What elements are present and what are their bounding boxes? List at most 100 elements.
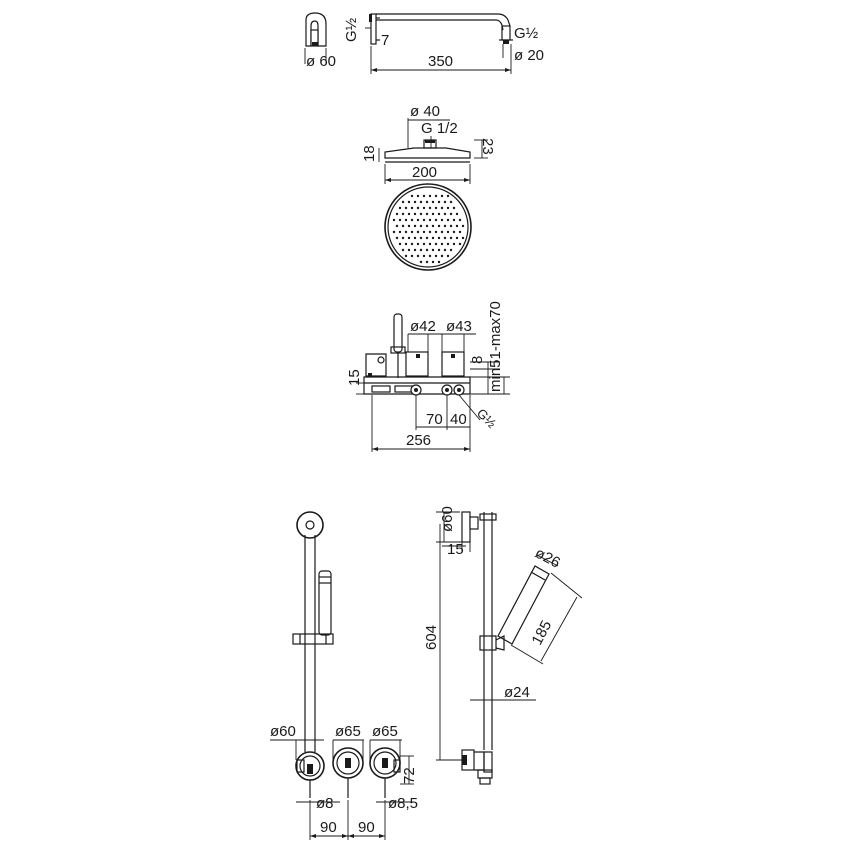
mixer-diameter-43-label: ø43 [446, 318, 472, 335]
nozzle-dot [431, 224, 435, 228]
arm-diameter-60-label: ø 60 [306, 53, 336, 70]
mixer-body-outline [363, 351, 471, 396]
nozzle-dot [449, 224, 453, 228]
nozzle-dot [392, 218, 396, 222]
arm-thread-left-label: G½ [343, 17, 360, 42]
nozzle-dot [434, 206, 438, 210]
head-width-200-label: 200 [412, 164, 437, 181]
side-slide-rail [461, 511, 505, 750]
nozzle-dot [410, 254, 414, 258]
arm-wall-connection [365, 13, 380, 74]
nozzle-dot [446, 242, 450, 246]
nozzle-dot [449, 248, 453, 252]
nozzle-dot [437, 224, 441, 228]
mixer-fifteen-label: 15 [346, 369, 363, 386]
nozzle-dot [443, 224, 447, 228]
nozzle-dot [440, 230, 444, 234]
head-side-profile [384, 139, 471, 163]
nozzle-dot [446, 194, 450, 198]
nozzle-dot [431, 260, 435, 264]
nozzle-dot [422, 206, 426, 210]
nozzle-dot [452, 206, 456, 210]
nozzle-dot [404, 242, 408, 246]
side-length-604-label: 604 [423, 625, 440, 650]
head-height-18-label: 18 [361, 145, 378, 162]
nozzle-dot [404, 206, 408, 210]
nozzle-dot [422, 230, 426, 234]
nozzle-dot [443, 248, 447, 252]
front-diameter-60-label: ø60 [270, 723, 296, 740]
side-handshower [497, 554, 583, 665]
nozzle-dot [419, 248, 423, 252]
head-height-23-label: 23 [479, 138, 496, 155]
front-valves [295, 747, 401, 798]
nozzle-dot [437, 260, 441, 264]
nozzle-dot [446, 206, 450, 210]
nozzle-dot [401, 236, 405, 240]
nozzle-dot [425, 260, 429, 264]
nozzle-dot [437, 200, 441, 204]
arm-flange-profile [304, 12, 327, 64]
nozzle-dot [395, 236, 399, 240]
front-ninety-a-label: 90 [320, 819, 337, 836]
nozzle-dot [449, 212, 453, 216]
nozzle-dot [440, 218, 444, 222]
nozzle-dot [404, 254, 408, 258]
nozzle-dot [425, 212, 429, 216]
shower-arm-view: ø 60 G½ 7 G½ 350 ø 20 [304, 12, 544, 74]
nozzle-dot [413, 236, 417, 240]
side-diameter-24-label: ø24 [504, 684, 530, 701]
nozzle-dot [395, 212, 399, 216]
nozzle-dot [461, 236, 465, 240]
shower-head-view: ø 40 G 1/2 18 23 200 [361, 103, 496, 271]
nozzle-dot [431, 200, 435, 204]
nozzle-dot [425, 224, 429, 228]
nozzle-dot [437, 248, 441, 252]
nozzle-dot [401, 224, 405, 228]
head-nozzle-pattern [392, 194, 465, 264]
nozzle-dot [425, 236, 429, 240]
nozzle-dot [428, 194, 432, 198]
front-diameter-65-b-label: ø65 [372, 723, 398, 740]
nozzle-dot [410, 242, 414, 246]
nozzle-dot [407, 212, 411, 216]
front-seventy-two-label: 72 [401, 767, 418, 784]
head-thread-label: G 1/2 [421, 120, 458, 137]
nozzle-dot [419, 236, 423, 240]
front-diameter-8-5-label: ø8,5 [388, 795, 418, 812]
nozzle-dot [434, 230, 438, 234]
nozzle-dot [416, 230, 420, 234]
arm-length-350-label: 350 [428, 53, 453, 70]
nozzle-dot [449, 200, 453, 204]
nozzle-dot [422, 242, 426, 246]
nozzle-dot [437, 212, 441, 216]
nozzle-dot [422, 194, 426, 198]
mixer-forty-label: 40 [450, 411, 467, 428]
nozzle-dot [446, 218, 450, 222]
arm-thread-right-label: G½ [514, 25, 539, 42]
nozzle-dot [461, 224, 465, 228]
nozzle-dot [413, 200, 417, 204]
nozzle-dot [416, 194, 420, 198]
nozzle-dot [434, 254, 438, 258]
nozzle-dot [410, 230, 414, 234]
side-diameter-60-label: ø60 [439, 506, 456, 532]
nozzle-dot [407, 248, 411, 252]
nozzle-dot [398, 230, 402, 234]
nozzle-dot [413, 248, 417, 252]
nozzle-dot [452, 230, 456, 234]
nozzle-dot [443, 212, 447, 216]
arm-tube [376, 13, 513, 74]
mixer-seventy-label: 70 [426, 411, 443, 428]
mixer-handshower-outlet [390, 313, 406, 378]
nozzle-dot [398, 218, 402, 222]
nozzle-dot [404, 230, 408, 234]
nozzle-dot [416, 242, 420, 246]
nozzle-dot [440, 206, 444, 210]
nozzle-dot [416, 254, 420, 258]
nozzle-dot [455, 212, 459, 216]
nozzle-dot [428, 230, 432, 234]
nozzle-dot [446, 230, 450, 234]
nozzle-dot [422, 218, 426, 222]
